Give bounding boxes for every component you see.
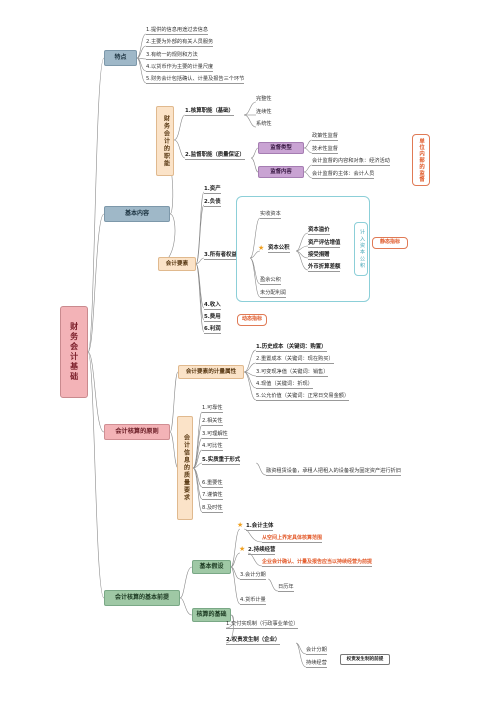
quality-item-6: 6.重要性	[202, 480, 223, 489]
feature-item-4: 4.以货币作为主要的计量尺度	[146, 64, 214, 73]
quality-item-3: 3.可理解性	[202, 431, 228, 440]
unit-supervision-callout: 单位内部的监督	[412, 134, 430, 186]
supervision-content-item-1: 会计监督的内容和对象：经济活动	[312, 158, 390, 167]
feature-item-2: 2.主要为外部的有关人员服务	[146, 39, 214, 48]
element-revenue: 4.收入	[204, 302, 221, 310]
root-node[interactable]: 财务会计基础	[60, 306, 88, 398]
feature-item-5: 5.财务会计包括确认、计量及报告三个环节	[146, 76, 245, 85]
elements-label: 会计要素	[165, 260, 189, 267]
capital-reserve-item-4: 外币折算差额	[308, 264, 341, 272]
capital-reserve-item-2: 资产评估增值	[308, 240, 341, 248]
accrual-item-going-concern: 持续经营	[306, 660, 327, 669]
dynamic-indicator-tag: 动态指标	[237, 314, 267, 326]
measure-item-2: 2.重置成本（关键词：现在购买）	[256, 356, 334, 365]
assumption-period-item: 日历年	[278, 584, 294, 593]
capital-reserve: 资本公积	[268, 245, 290, 253]
assumption-currency: 4.货币计量	[240, 597, 266, 606]
accounting-item-2: 连续性	[256, 109, 272, 115]
element-equity: 3.所有者权益	[204, 252, 237, 260]
assumption-going-concern: 2.持续经营	[248, 547, 276, 555]
capital-reserve-bracket: 计入资本公积	[354, 222, 368, 276]
premises-label: 会计核算的基本前提	[114, 593, 169, 601]
quality-item-2: 2.相关性	[202, 418, 223, 427]
basis-accrual: 2.权责发生制（企业）	[226, 637, 281, 645]
static-indicator-tag: 静态指标	[372, 237, 408, 249]
accrual-note-label: 权责发生制的前提	[346, 656, 384, 662]
static-group-frame	[236, 196, 370, 302]
node-measurement[interactable]: 会计要素的计量属性	[178, 365, 244, 379]
node-features[interactable]: 特点	[104, 50, 137, 66]
feature-item-3: 3.有统一的规则和方法	[146, 52, 198, 61]
measure-item-3: 3.可变现净值（关键词：销售）	[256, 369, 329, 378]
equity-item-paid-in-capital: 实收资本	[260, 211, 281, 220]
node-elements[interactable]: 会计要素	[158, 257, 196, 271]
star-icon: ★	[237, 521, 244, 529]
static-tag-label: 静态指标	[379, 239, 400, 246]
capital-reserve-item-1: 资本溢价	[308, 227, 330, 235]
unit-callout-label: 单位内部的监督	[418, 137, 425, 183]
bracket-label: 计入资本公积	[358, 228, 365, 270]
supervision-content-item-2: 会计监督的主体：会计人员	[312, 171, 375, 180]
node-assumptions[interactable]: 基本假设	[192, 560, 231, 574]
feature-item-1: 1.提供的信息用途过去信息	[146, 27, 209, 36]
measure-item-4: 4.现值（关键词：折现）	[256, 381, 313, 390]
basis-label: 核算的基础	[196, 610, 227, 618]
star-icon: ★	[239, 545, 246, 553]
accrual-item-period: 会计分期	[306, 647, 327, 656]
assumption-period: 3.会计分期	[240, 572, 266, 581]
measurement-label: 会计要素的计量属性	[185, 368, 237, 375]
star-icon: ★	[258, 244, 265, 252]
element-expense: 5.费用	[204, 314, 221, 322]
accounting-item-1: 完整性	[256, 96, 272, 102]
features-label: 特点	[114, 53, 127, 61]
element-profit: 6.利润	[204, 326, 221, 334]
accrual-premise-note: 权责发生制的前提	[340, 654, 390, 665]
basic-label: 基本内容	[124, 209, 149, 217]
quality-item-4: 4.可比性	[202, 443, 223, 452]
principles-label: 会计核算的原则	[115, 428, 159, 436]
substance-note: 融资租赁设备，承租人把租入的设备视为固定资产进行折旧	[266, 468, 401, 477]
supervision-type-item-1: 政策性监督	[312, 133, 338, 142]
node-premises[interactable]: 会计核算的基本前提	[104, 590, 180, 606]
assumption-going-concern-note: 企业会计确认、计量及报告应当以持续经营为前提	[262, 559, 373, 568]
quality-item-1: 1.可靠性	[202, 405, 223, 414]
capital-reserve-item-3: 接受捐赠	[308, 252, 330, 260]
node-supervision-content[interactable]: 监督内容	[258, 166, 304, 178]
root-label: 财务会计基础	[69, 322, 79, 382]
basis-cash: 1.交付实现制（行政事业单位）	[226, 621, 299, 630]
node-principles[interactable]: 会计核算的原则	[104, 424, 170, 440]
supervision-type-item-2: 技术性监督	[312, 146, 338, 155]
supervision-type-label: 监督类型	[270, 144, 292, 151]
dynamic-tag-label: 动态指标	[241, 316, 262, 323]
quality-label: 会计信息的质量要求	[182, 434, 190, 502]
equity-item-retained-earnings: 未分配利润	[260, 290, 286, 299]
element-liability: 2.负债	[204, 199, 221, 207]
supervision-function: 2.监督职能（质量保证）	[185, 152, 245, 160]
assumption-entity-note: 从空间上界定具体核算范围	[262, 535, 323, 544]
measure-item-5: 5.公允价值（关键词：正常日交易金额）	[256, 393, 350, 402]
node-basic-content[interactable]: 基本内容	[104, 206, 170, 222]
assumptions-label: 基本假设	[199, 562, 224, 570]
equity-item-surplus-reserve: 盈余公积	[260, 277, 281, 286]
node-functions[interactable]: 财务会计的职能	[156, 106, 174, 176]
quality-item-5: 5.实质重于形式	[202, 457, 241, 465]
quality-item-8: 8.及时性	[202, 505, 223, 514]
node-supervision-type[interactable]: 监督类型	[258, 142, 304, 154]
element-asset: 1.资产	[204, 186, 221, 194]
node-basis[interactable]: 核算的基础	[192, 608, 231, 622]
node-quality[interactable]: 会计信息的质量要求	[177, 416, 193, 520]
quality-item-7: 7.谨慎性	[202, 492, 223, 501]
assumption-entity: 1.会计主体	[246, 523, 274, 531]
accounting-item-3: 系统性	[256, 121, 272, 127]
measure-item-1: 1.历史成本（关键词：购置）	[256, 344, 327, 352]
supervision-content-label: 监督内容	[270, 168, 292, 175]
functions-label: 财务会计的职能	[162, 114, 170, 168]
accounting-function: 1.核算职能（基础）	[185, 108, 234, 116]
